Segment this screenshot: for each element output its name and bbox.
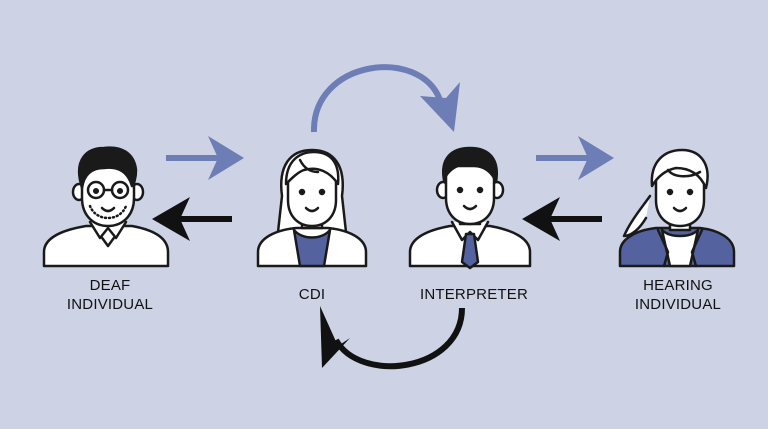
deaf-individual-label: DEAF INDIVIDUAL [50, 276, 170, 314]
deaf-label-line1: DEAF [89, 277, 131, 294]
arrow-cdi-to-deaf [152, 197, 232, 241]
interpreter-label: INTERPRETER [404, 285, 544, 304]
hearing-person-icon [618, 148, 736, 268]
arrow-deaf-to-cdi [166, 136, 244, 180]
hearing-individual-label: HEARING INDIVIDUAL [618, 276, 738, 314]
interpreter-label-line1: INTERPRETER [419, 286, 529, 303]
arrow-hearing-to-interpreter [522, 197, 602, 241]
cdi-label-line1: CDI [298, 286, 326, 303]
hearing-label-line1: HEARING [643, 277, 713, 294]
interpreter-person-icon [408, 146, 532, 270]
cdi-label: CDI [252, 285, 372, 304]
deaf-label-line2: INDIVIDUAL [66, 296, 154, 313]
deaf-person-icon [42, 146, 170, 268]
hearing-label-line2: INDIVIDUAL [634, 296, 722, 313]
curved-arrow-interpreter-to-cdi [320, 306, 465, 370]
cdi-person-icon [256, 148, 368, 268]
curved-arrow-cdi-to-interpreter [310, 64, 460, 133]
arrow-interpreter-to-hearing [536, 136, 614, 180]
